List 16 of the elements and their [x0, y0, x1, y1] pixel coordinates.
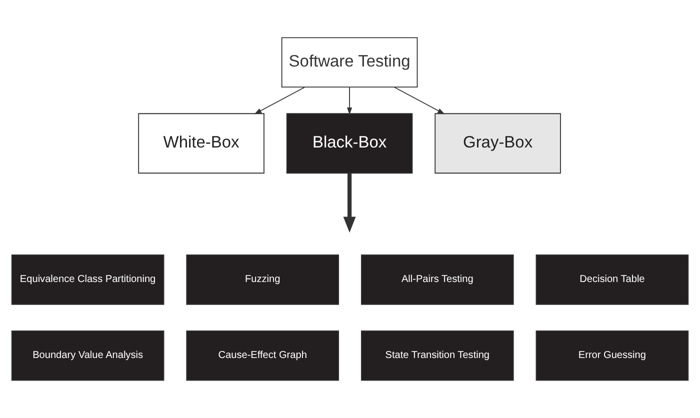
- arrow: [343, 173, 356, 233]
- node-box: Gray-Box: [434, 113, 561, 174]
- arrow: [394, 86, 445, 114]
- node-box: State Transition Testing: [360, 330, 514, 381]
- node-box: All-Pairs Testing: [360, 254, 514, 305]
- node-box: Equivalence Class Partitioning: [11, 254, 164, 305]
- node-box: Cause-Effect Graph: [186, 330, 340, 381]
- node-box: Software Testing: [281, 37, 418, 88]
- node-box: White-Box: [138, 113, 264, 174]
- node-box: Decision Table: [536, 254, 689, 305]
- node-box: Error Guessing: [536, 330, 689, 381]
- node-box: Boundary Value Analysis: [11, 330, 164, 381]
- node-box: Black-Box: [286, 113, 413, 174]
- node-box: Fuzzing: [186, 254, 340, 305]
- arrow: [254, 86, 306, 114]
- arrow: [346, 87, 352, 115]
